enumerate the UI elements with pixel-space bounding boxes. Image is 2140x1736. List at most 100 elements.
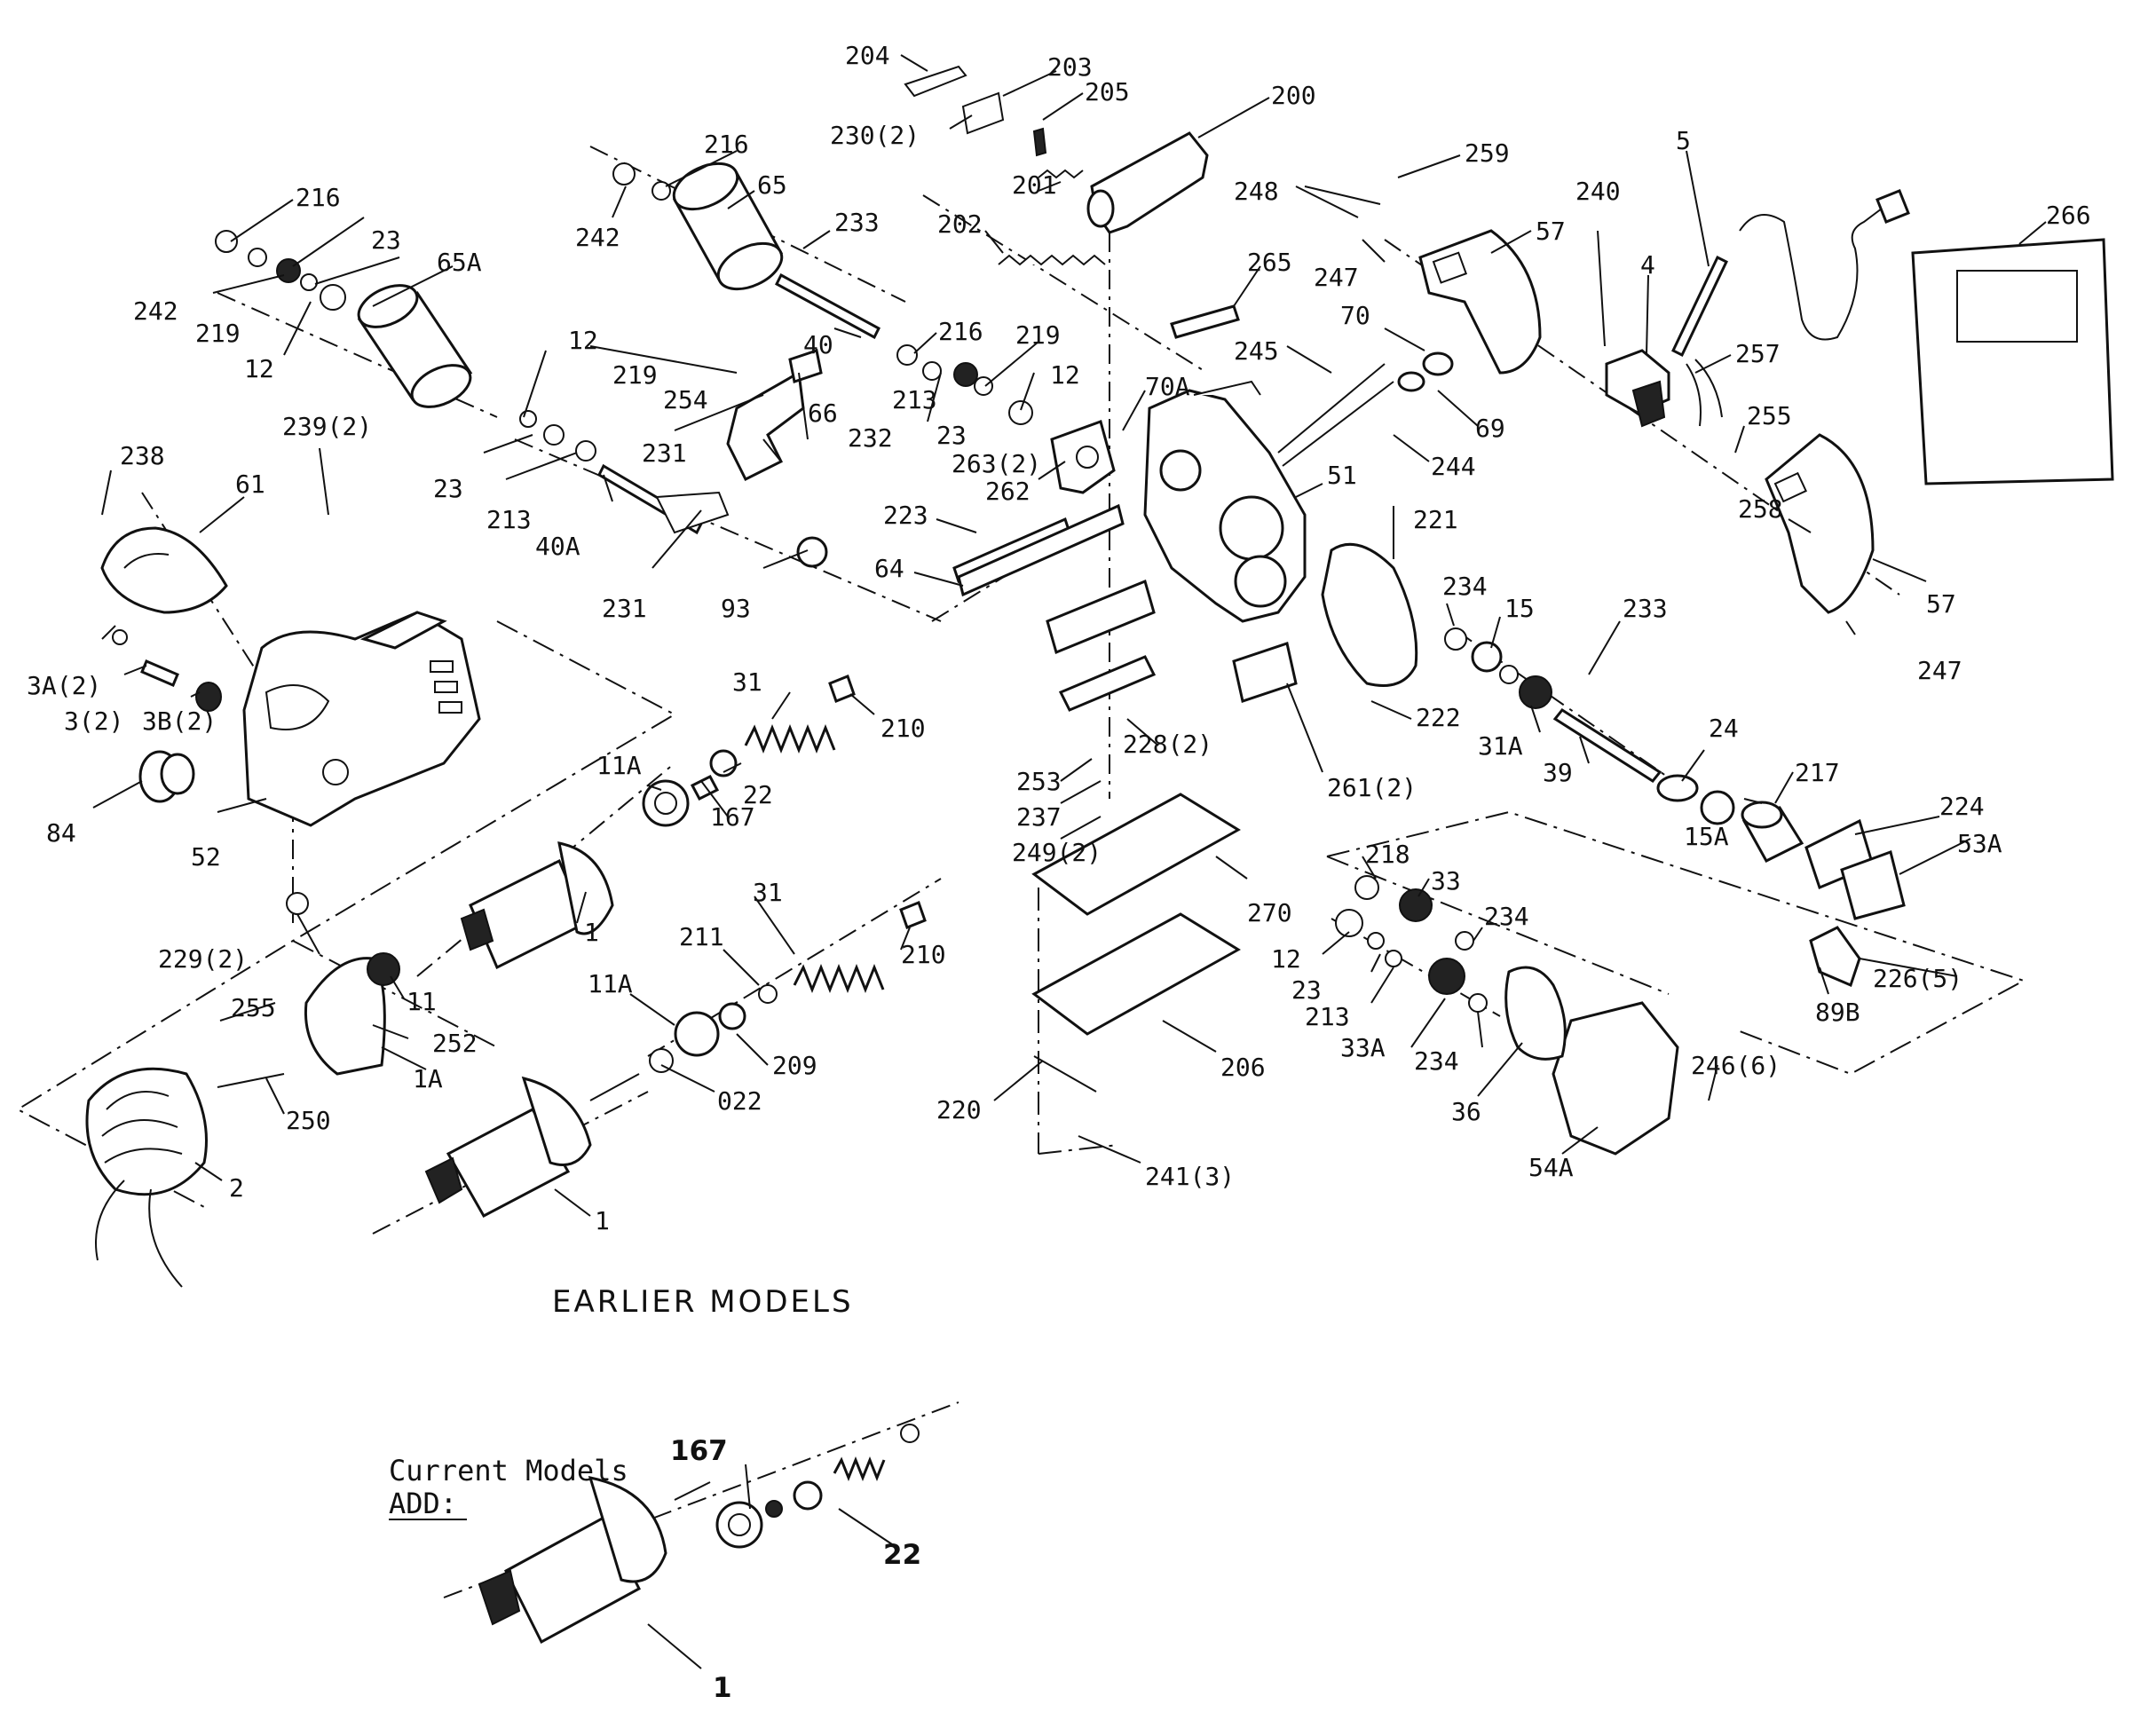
callout-231: 231 [602,594,647,623]
callout-22: 22 [743,780,773,809]
callout-206: 206 [1220,1053,1266,1082]
callout-57: 57 [1536,217,1566,246]
callout-3a-2: 3A(2) [27,671,101,700]
callout-222: 222 [1416,703,1461,732]
callout-213: 213 [486,505,532,534]
shoe-outline [1038,888,1119,1155]
handle-57-upper-part [1418,229,1542,375]
nut-229-part [286,892,309,915]
callout-219: 219 [612,360,658,390]
motor-housing-outline [15,620,677,1208]
callout-233: 233 [1623,594,1668,623]
callout-24: 24 [1709,714,1739,743]
callout-84: 84 [46,818,76,848]
guide-arm-part [1086,131,1209,234]
shoe-small-parts [1046,579,1298,712]
callout-250: 250 [286,1106,331,1135]
callout-70a: 70A [1145,372,1190,401]
gear-housing-51-part [1143,380,1307,623]
callout-210: 210 [901,940,946,969]
callout-15: 15 [1504,594,1535,623]
callout-1: 1 [595,1206,610,1235]
callout-53a: 53A [1957,829,2002,858]
callout-230-2: 230(2) [830,121,920,150]
callout-64: 64 [874,554,904,583]
callout-270: 270 [1247,898,1292,927]
callout-219: 219 [1015,320,1061,350]
callout-253: 253 [1016,767,1062,796]
callout-40: 40 [803,330,833,359]
callout-219: 219 [195,319,241,348]
callout-33: 33 [1431,866,1461,896]
callout-203: 203 [1047,52,1093,82]
callout-33a: 33A [1340,1033,1386,1062]
callout-12: 12 [1271,944,1301,974]
callout-258: 258 [1738,494,1783,524]
end-plate-1a-part [304,952,400,1076]
callout-218: 218 [1365,840,1410,869]
callout-40a: 40A [535,532,580,561]
earlier-models-caption: EARLIER MODELS [552,1284,854,1320]
callout-52: 52 [191,842,221,872]
callout-200: 200 [1271,81,1316,110]
callout-31: 31 [732,667,762,697]
long-screws-part [1277,363,1394,467]
callout-93: 93 [721,594,751,623]
spindle-gear-assembly [1444,627,1735,825]
callout-22: 22 [883,1539,921,1571]
callout-234: 234 [1484,902,1529,931]
callout-211: 211 [679,922,724,951]
callout-210: 210 [880,714,926,743]
callout-12: 12 [568,326,598,355]
armature-1-upper-part [460,749,738,970]
callout-167: 167 [670,1435,728,1467]
callout-12: 12 [244,354,274,383]
callout-167: 167 [710,802,755,832]
callout-54a: 54A [1528,1153,1574,1182]
callout-36: 36 [1451,1097,1481,1126]
callout-240: 240 [1575,177,1621,206]
callout-31a: 31A [1478,731,1523,761]
callout-204: 204 [845,41,890,70]
knob-84-part [138,750,195,803]
callout-223: 223 [883,501,928,530]
callout-245: 245 [1234,336,1279,366]
bearing-70-part [1397,351,1454,392]
callout-261-2: 261(2) [1327,773,1417,802]
callout-257: 257 [1735,339,1781,368]
callout-labels: 204 203 205 200 230(2) 201 202 216 65 24… [27,41,2091,1704]
callout-237: 237 [1016,802,1062,832]
gasket-221-part [1321,542,1418,687]
pin-220-part [1033,1055,1097,1093]
callout-65: 65 [757,170,787,200]
callout-66: 66 [808,398,838,428]
callout-11a: 11A [588,969,633,998]
callout-12: 12 [1050,360,1080,390]
callout-65a: 65A [437,248,482,277]
callout-51: 51 [1327,461,1357,490]
callout-213: 213 [1305,1002,1350,1031]
callout-238: 238 [120,441,165,470]
shoe-plates-270-206 [1031,793,1241,1036]
callout-2: 2 [229,1173,244,1203]
callout-209: 209 [772,1051,817,1080]
callout-31: 31 [753,878,783,907]
manual-266-part [1911,238,2114,485]
callout-265: 265 [1247,248,1292,277]
callout-263-2: 263(2) [952,449,1041,478]
washers-nuts-top-left [215,162,1033,462]
callout-213: 213 [892,385,937,414]
callout-252: 252 [432,1029,478,1058]
handle-57-lower-part [1765,433,1875,614]
callout-259: 259 [1465,138,1510,168]
callout-022: 022 [717,1086,762,1116]
callout-216: 216 [938,317,983,346]
callout-233: 233 [834,208,880,237]
callout-1: 1 [713,1672,732,1704]
callout-266: 266 [2046,201,2091,230]
callout-23: 23 [433,474,463,503]
callout-242: 242 [133,296,178,326]
armature-1-current-part [478,1424,920,1645]
clip-plate-part [904,65,1047,157]
